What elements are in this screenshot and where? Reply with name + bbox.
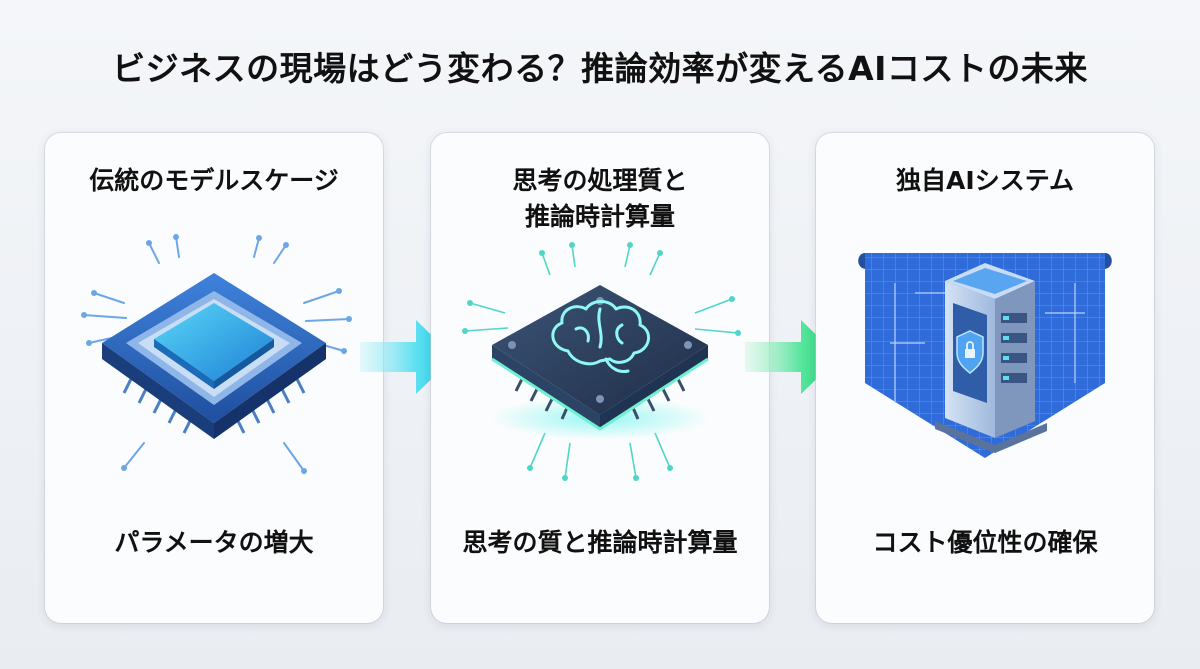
page-title: ビジネスの現場はどう変わる？推論効率が変えるAIコストの未来 bbox=[112, 49, 1088, 88]
step-caption: コスト優位性の確保 bbox=[872, 528, 1098, 557]
arrow-right-icon bbox=[745, 320, 839, 394]
step-card-inference-compute: 思考の処理質と 推論時計算量 bbox=[431, 133, 769, 623]
brain-chip-icon bbox=[462, 242, 741, 481]
step-caption: パラメータの増大 bbox=[114, 528, 314, 557]
step-heading: 思考の処理質と 推論時計算量 bbox=[431, 163, 769, 235]
step-heading: 伝統のモデルスケージ bbox=[89, 166, 339, 195]
arrow-right-icon bbox=[360, 320, 454, 394]
secure-server-icon bbox=[858, 253, 1112, 458]
step-card-proprietary-ai-system: 独自AIシステム bbox=[816, 133, 1154, 623]
step-heading-line: 推論時計算量 bbox=[524, 202, 675, 231]
chip-icon bbox=[81, 234, 352, 474]
step-heading: 独自AIシステム bbox=[896, 166, 1074, 195]
step-card-traditional-scaling: 伝統のモデルスケージ bbox=[45, 133, 383, 623]
step-caption: 思考の質と推論時計算量 bbox=[462, 528, 738, 557]
step-heading-line: 思考の処理質と bbox=[512, 166, 688, 195]
